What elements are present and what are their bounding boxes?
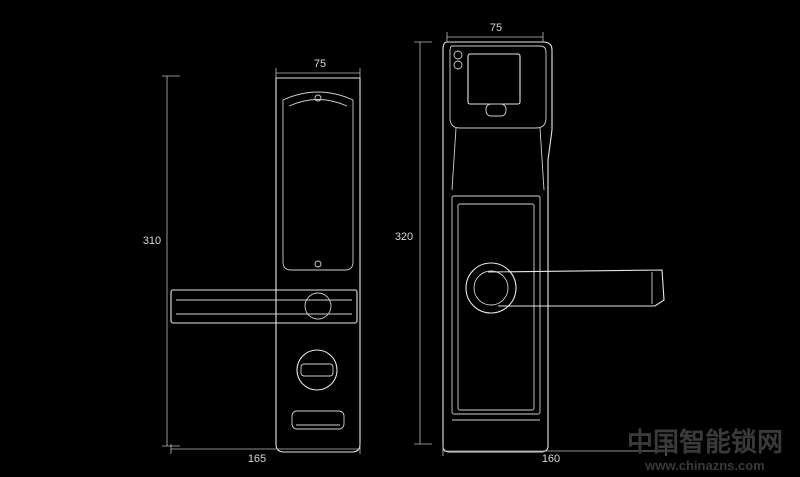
right-lock-drawing [442,41,665,453]
watermark-url: www.chinazns.com [644,458,764,473]
left-depth-dimension [170,444,361,454]
left-width-dimension [275,68,361,78]
right-width-dimension [446,32,544,42]
right-depth-label: 160 [542,453,560,465]
left-depth-label: 165 [248,453,266,465]
left-height-label: 310 [143,235,161,247]
left-lock-drawing [170,77,361,453]
left-width-label: 75 [314,58,326,70]
right-depth-dimension [442,446,667,456]
right-height-dimension [414,41,432,445]
left-height-dimension [162,75,180,447]
watermark-site-name: 中国智能锁网 [627,427,783,458]
right-height-label: 320 [395,231,413,243]
right-width-label: 75 [490,22,502,34]
